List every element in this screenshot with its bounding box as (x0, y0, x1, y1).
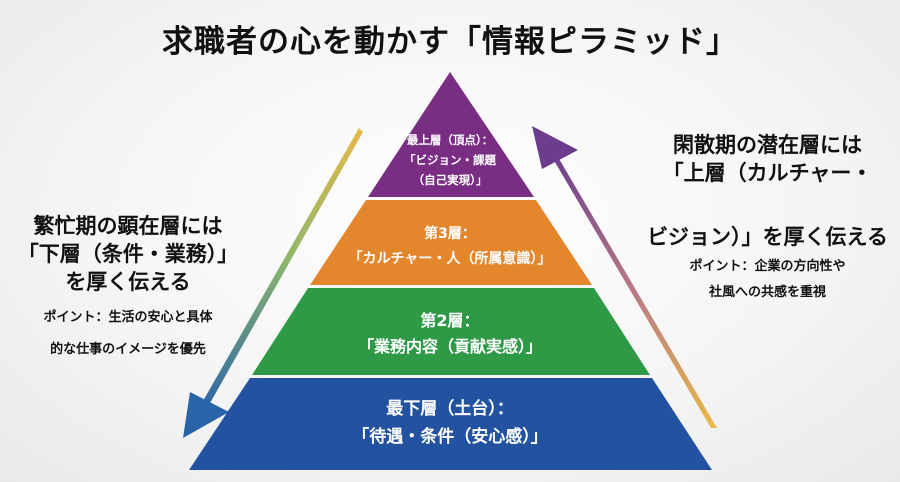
left-annotation: 繁忙期の顕在層には 「下層（条件・業務）」 を厚く伝える ポイント：生活の安心と… (8, 212, 248, 360)
layer-3-line1: 第3層： (424, 225, 476, 242)
left-heading-line1: 繁忙期の顕在層には (33, 214, 223, 238)
left-point-line2: 的な仕事のイメージを優先 (50, 342, 206, 357)
right-point-line1: ポイント：企業の方向性や (689, 259, 846, 274)
right-annotation: 閑散期の潜在層には 「上層（カルチャー・ ビジョン）」を厚く伝える ポイント：企… (640, 131, 895, 303)
layer-top (368, 72, 534, 197)
right-point-line2: 社風への共感を重視 (708, 285, 826, 300)
right-heading-line3: ビジョン）」を厚く伝える (647, 225, 888, 249)
layer-base-line1: 最下層（土台）： (386, 398, 514, 419)
down-arrow (183, 128, 363, 438)
layer-top-line2: 「ビジョン・課題 (404, 153, 496, 167)
page-title: 求職者の心を動かす「情報ピラミッド」 (162, 24, 738, 60)
layer-3 (310, 200, 592, 285)
right-heading-line1: 閑散期の潜在層には (673, 133, 862, 157)
layer-2-line1: 第2層： (420, 311, 479, 330)
layer-top-line3: （自己実現）」 (413, 173, 488, 187)
layer-3-line2: 「カルチャー・人（所属意識）」 (349, 250, 552, 267)
up-arrow (532, 126, 717, 428)
layer-base-line2: 「待遇・条件（安心感）」 (352, 426, 548, 447)
layer-2-line2: 「業務内容（貢献実感）」 (358, 337, 542, 356)
right-heading-line2: 「上層（カルチャー・ (662, 161, 873, 185)
left-heading-line2: 「下層（条件・業務）」 (17, 242, 239, 266)
layer-base (189, 378, 712, 470)
layer-top-line1: 最上層（頂点）： (407, 133, 493, 147)
left-heading-line3: を厚く伝える (65, 270, 191, 294)
left-point-line1: ポイント：生活の安心と具体 (43, 310, 213, 325)
layer-2 (252, 288, 650, 375)
